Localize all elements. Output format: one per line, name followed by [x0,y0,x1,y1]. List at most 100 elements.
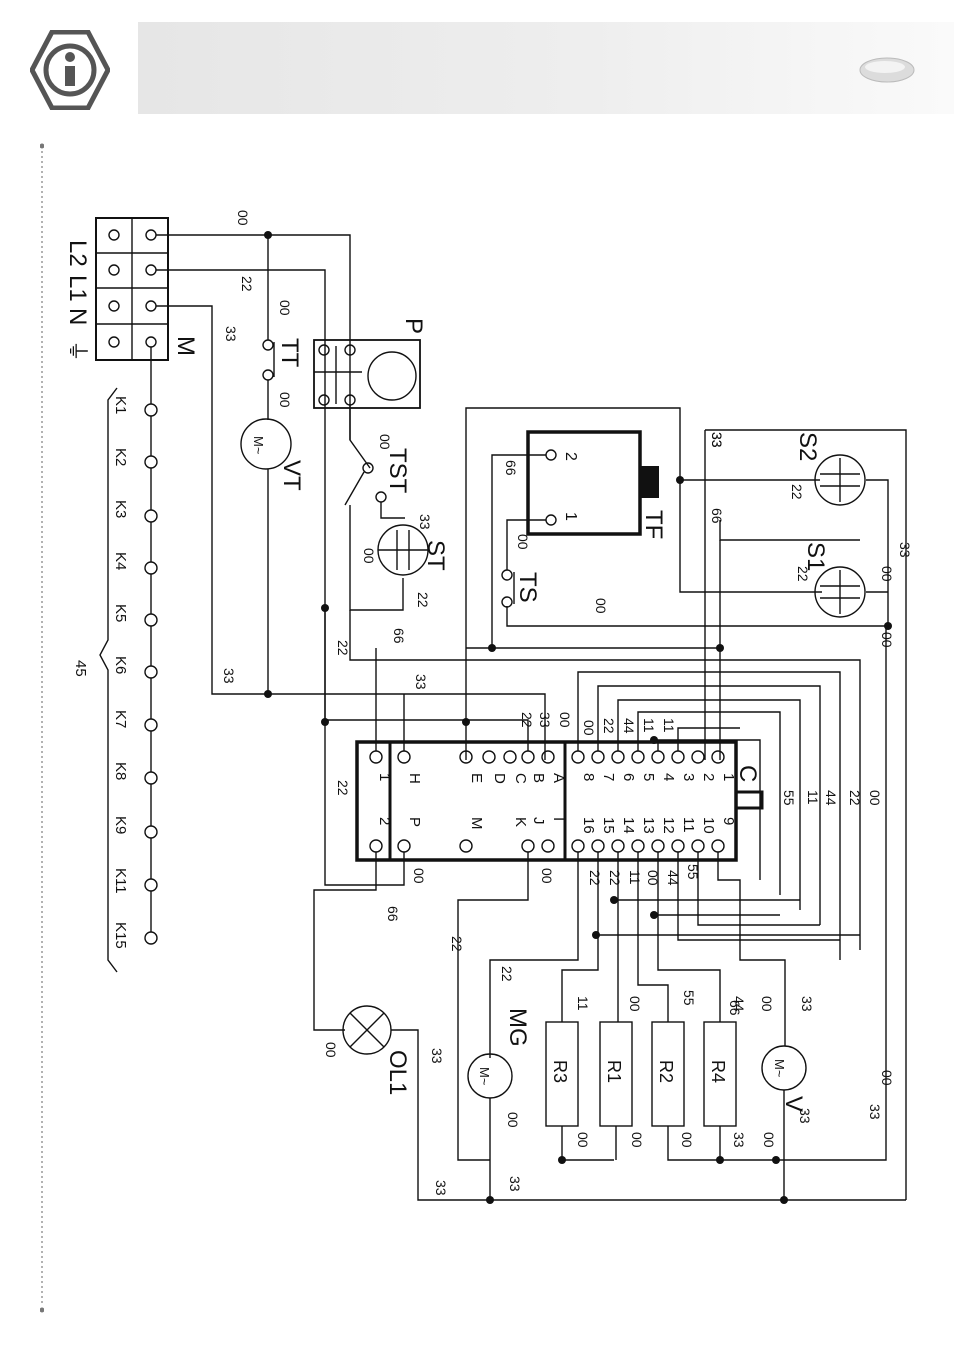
wire-code-label: 44 [665,870,681,886]
label-v: V [780,1096,807,1112]
label-s1: S1 [802,542,829,571]
wire-code-label: 44 [731,996,747,1012]
wire-code-label: 33 [223,326,239,342]
wire-code-label: 00 [277,300,293,316]
connector-pin-label: 1 [376,773,393,781]
page-pill-icon [859,57,915,83]
wire-code-label: 33 [417,514,433,530]
connector-pin-label: K [512,817,529,827]
wire-code-label: 22 [239,276,255,292]
connector-pin-label: 2 [700,773,717,781]
label-tt: TT [276,338,303,368]
connector-pin-label: 2 [376,817,393,825]
label-tst: TST [384,448,411,494]
label-ts: TS [514,572,541,603]
wire-code-label: 00 [867,790,883,806]
connector-pin-label: 15 [600,817,617,834]
motor-symbol-mg: M~ [477,1067,492,1086]
wire-code-label: 22 [415,592,431,608]
terminal-label-ground: ⏚ [65,340,90,362]
k-terminal-label: K7 [112,710,129,728]
wire-code-label: 33 [537,712,553,728]
wire-code-label: 11 [627,870,643,885]
wire-code-label: 22 [789,484,805,500]
wire-code-label: 00 [557,712,573,728]
wire-code-label: 22 [587,870,603,886]
connector-pin-label: A [550,773,567,783]
wire-code-label: 22 [335,640,351,656]
connector-pin-label: 10 [700,817,717,834]
k-bracket-label: 45 [72,660,89,677]
wire-code-label: 22 [847,790,863,806]
connector-pin-label: 5 [640,773,657,781]
motor-symbol-v: M~ [772,1059,787,1078]
k-terminal-label: K11 [112,868,129,894]
wire-code-label: 11 [661,718,677,733]
connector-pin-label: I [550,817,567,821]
dotted-margin-rule [40,143,44,1313]
connector-pin-label: 7 [600,773,617,781]
label-mg: MG [504,1008,531,1047]
terminal-label-m: M [172,336,199,356]
wire-code-label: 55 [685,864,701,880]
terminal-label-n: N [64,308,91,325]
connector-pin-label: C [512,773,529,784]
label-r3: R3 [550,1060,570,1083]
wire-code-label: 66 [709,508,725,524]
connector-pin-label: 16 [580,817,597,834]
connector-pin-label: P [406,817,423,827]
wire-code-label: 00 [581,720,597,736]
label-st: ST [422,540,449,571]
wire-code-label: 11 [641,718,657,733]
connector-pin-label: 1 [720,773,737,781]
wire-code-label: 00 [593,598,609,614]
wire-code-label: 22 [499,966,515,982]
wire-code-label: 55 [681,990,697,1006]
wire-code-label: 00 [411,868,427,884]
k-terminal-label: K4 [112,552,129,570]
wire-code-label: 33 [867,1104,883,1120]
label-c: C [734,765,761,782]
terminal-label-l2: L2 [64,240,91,267]
wire-code-label: 33 [221,668,237,684]
wire-code-label: 33 [797,1108,813,1124]
wire-code-label: 11 [575,996,591,1011]
k-terminal-label: K2 [112,448,129,466]
terminal-label-l1: L1 [64,275,91,302]
info-icon [30,30,110,110]
wire-code-label: 00 [627,996,643,1012]
wire-code-label: 33 [709,432,725,448]
k-terminal-label: K6 [112,656,129,674]
connector-pin-label: J [530,817,547,825]
wire-code-label: 11 [805,790,821,805]
wire-code-label: 22 [601,718,617,734]
wire-code-label: 00 [761,1132,777,1148]
wire-code-label: 33 [413,674,429,690]
motor-symbol-vt: M~ [251,436,266,455]
wire-code-label: 33 [799,996,815,1012]
label-tf: TF [640,510,667,539]
label-r2: R2 [656,1060,676,1083]
label-s2: S2 [794,432,821,461]
wire-code-label: 00 [879,566,895,582]
wire-code-label: 00 [377,434,393,450]
wire-code-label: 22 [519,712,535,728]
label-vt: VT [278,460,305,491]
connector-pin-label: M [468,817,485,830]
header-bar [138,22,954,114]
wire-code-label: 33 [433,1180,449,1196]
wire-code-label: 66 [503,460,519,476]
k-terminal-label: K3 [112,500,129,518]
connector-pin-label: D [491,773,508,784]
wire-code-label: 00 [235,210,251,226]
label-p: P [400,318,427,334]
wire-code-label: 00 [645,870,661,886]
wire-code-label: 00 [505,1112,521,1128]
connector-pin-label: 11 [680,817,697,833]
label-r4: R4 [708,1060,728,1083]
tf-pin-2: 2 [562,452,579,461]
wire-code-label: 66 [727,1000,743,1016]
wire-code-label: 33 [709,432,725,448]
wire-code-label: 22 [607,870,623,886]
